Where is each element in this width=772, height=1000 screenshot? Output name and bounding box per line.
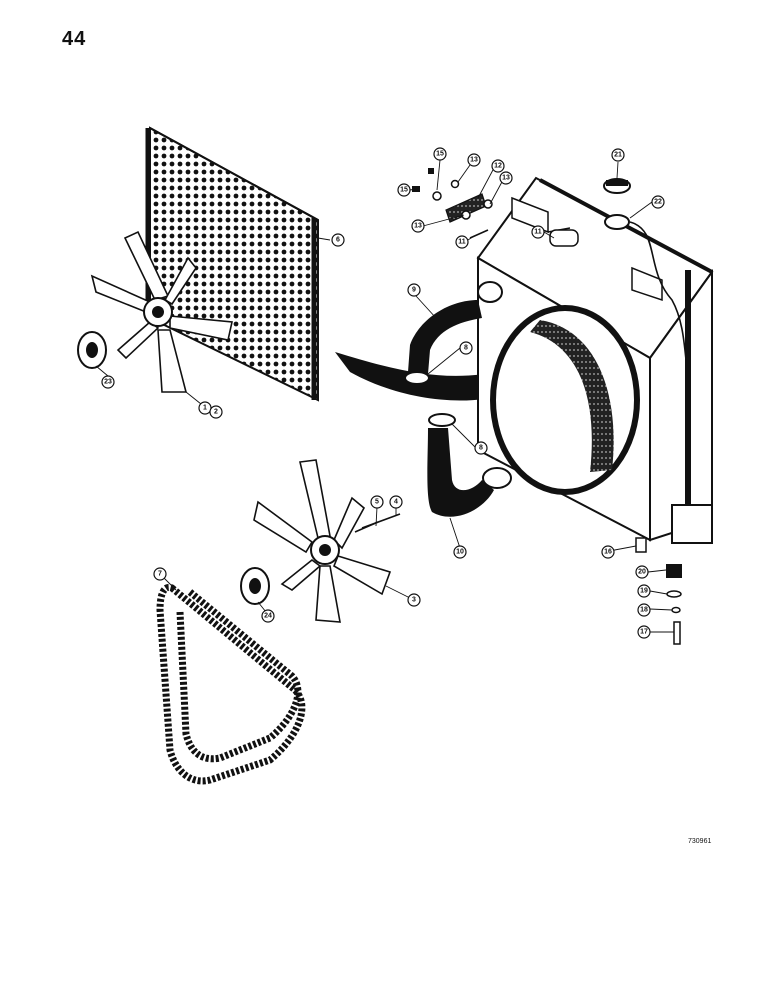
svg-text:1: 1 xyxy=(203,405,207,412)
svg-text:8: 8 xyxy=(464,345,468,352)
svg-text:13: 13 xyxy=(502,175,510,182)
svg-text:18: 18 xyxy=(640,607,648,614)
drain-hardware xyxy=(635,537,682,645)
filler-cap xyxy=(603,178,631,194)
svg-text:19: 19 xyxy=(640,588,648,595)
leader-lines xyxy=(95,159,674,633)
svg-text:7: 7 xyxy=(158,571,162,578)
callout-20: 20 xyxy=(635,565,649,579)
callout-21: 21 xyxy=(611,148,625,162)
callout-23: 23 xyxy=(101,375,115,389)
svg-text:12: 12 xyxy=(494,163,502,170)
callout-17: 17 xyxy=(637,625,651,639)
svg-text:15: 15 xyxy=(400,187,408,194)
hose-clamp-lower xyxy=(428,413,456,427)
radiator-assembly xyxy=(476,176,714,544)
callout-6: 6 xyxy=(331,233,345,247)
upper-fan xyxy=(90,230,233,393)
mounting-hardware xyxy=(412,168,579,247)
fan-spacer-lower xyxy=(240,567,270,605)
callout-11-right: 11 xyxy=(531,225,545,239)
callout-12: 12 xyxy=(491,159,505,173)
figure-code: 730961 xyxy=(688,838,712,845)
hose-clamp-upper xyxy=(404,371,430,385)
callout-11-left: 11 xyxy=(455,235,469,249)
svg-text:11: 11 xyxy=(458,239,466,246)
callout-13-right: 13 xyxy=(499,171,513,185)
callout-2: 2 xyxy=(209,405,223,419)
svg-text:17: 17 xyxy=(640,629,648,636)
svg-text:24: 24 xyxy=(264,613,272,620)
callout-3: 3 xyxy=(407,593,421,607)
callout-7: 7 xyxy=(153,567,167,581)
callout-5: 5 xyxy=(370,495,384,509)
callout-16: 16 xyxy=(601,545,615,559)
svg-text:3: 3 xyxy=(412,597,416,604)
callout-24: 24 xyxy=(261,609,275,623)
callout-8-upper: 8 xyxy=(459,341,473,355)
svg-text:8: 8 xyxy=(479,445,483,452)
svg-text:21: 21 xyxy=(614,152,622,159)
callout-13-top: 13 xyxy=(467,153,481,167)
page-number: 44 xyxy=(62,28,87,50)
fan-spacer-upper xyxy=(77,331,107,369)
svg-text:13: 13 xyxy=(414,223,422,230)
callout-1: 1 xyxy=(198,401,212,415)
callout-10: 10 xyxy=(453,545,467,559)
svg-text:2: 2 xyxy=(214,409,218,416)
callout-8-lower: 8 xyxy=(474,441,488,455)
fan-belts xyxy=(156,583,306,785)
callout-15-top: 15 xyxy=(433,147,447,161)
upper-hose xyxy=(408,300,482,374)
lower-hose xyxy=(427,428,494,517)
svg-text:23: 23 xyxy=(104,379,112,386)
svg-text:13: 13 xyxy=(470,157,478,164)
svg-text:9: 9 xyxy=(412,287,416,294)
svg-text:16: 16 xyxy=(604,549,612,556)
svg-text:10: 10 xyxy=(456,549,464,556)
svg-text:22: 22 xyxy=(654,199,662,206)
callout-9: 9 xyxy=(407,283,421,297)
svg-text:4: 4 xyxy=(394,499,398,506)
callout-15-left: 15 xyxy=(397,183,411,197)
filler-neck xyxy=(604,214,630,230)
svg-text:11: 11 xyxy=(534,229,542,236)
callout-4: 4 xyxy=(389,495,403,509)
svg-text:5: 5 xyxy=(375,499,379,506)
overflow-tube xyxy=(629,221,687,361)
lower-fan xyxy=(253,459,401,623)
svg-text:6: 6 xyxy=(336,237,340,244)
svg-text:20: 20 xyxy=(638,569,646,576)
callout-22: 22 xyxy=(651,195,665,209)
callout-13-left: 13 xyxy=(411,219,425,233)
callout-19: 19 xyxy=(637,584,651,598)
callout-18: 18 xyxy=(637,603,651,617)
svg-text:15: 15 xyxy=(436,151,444,158)
